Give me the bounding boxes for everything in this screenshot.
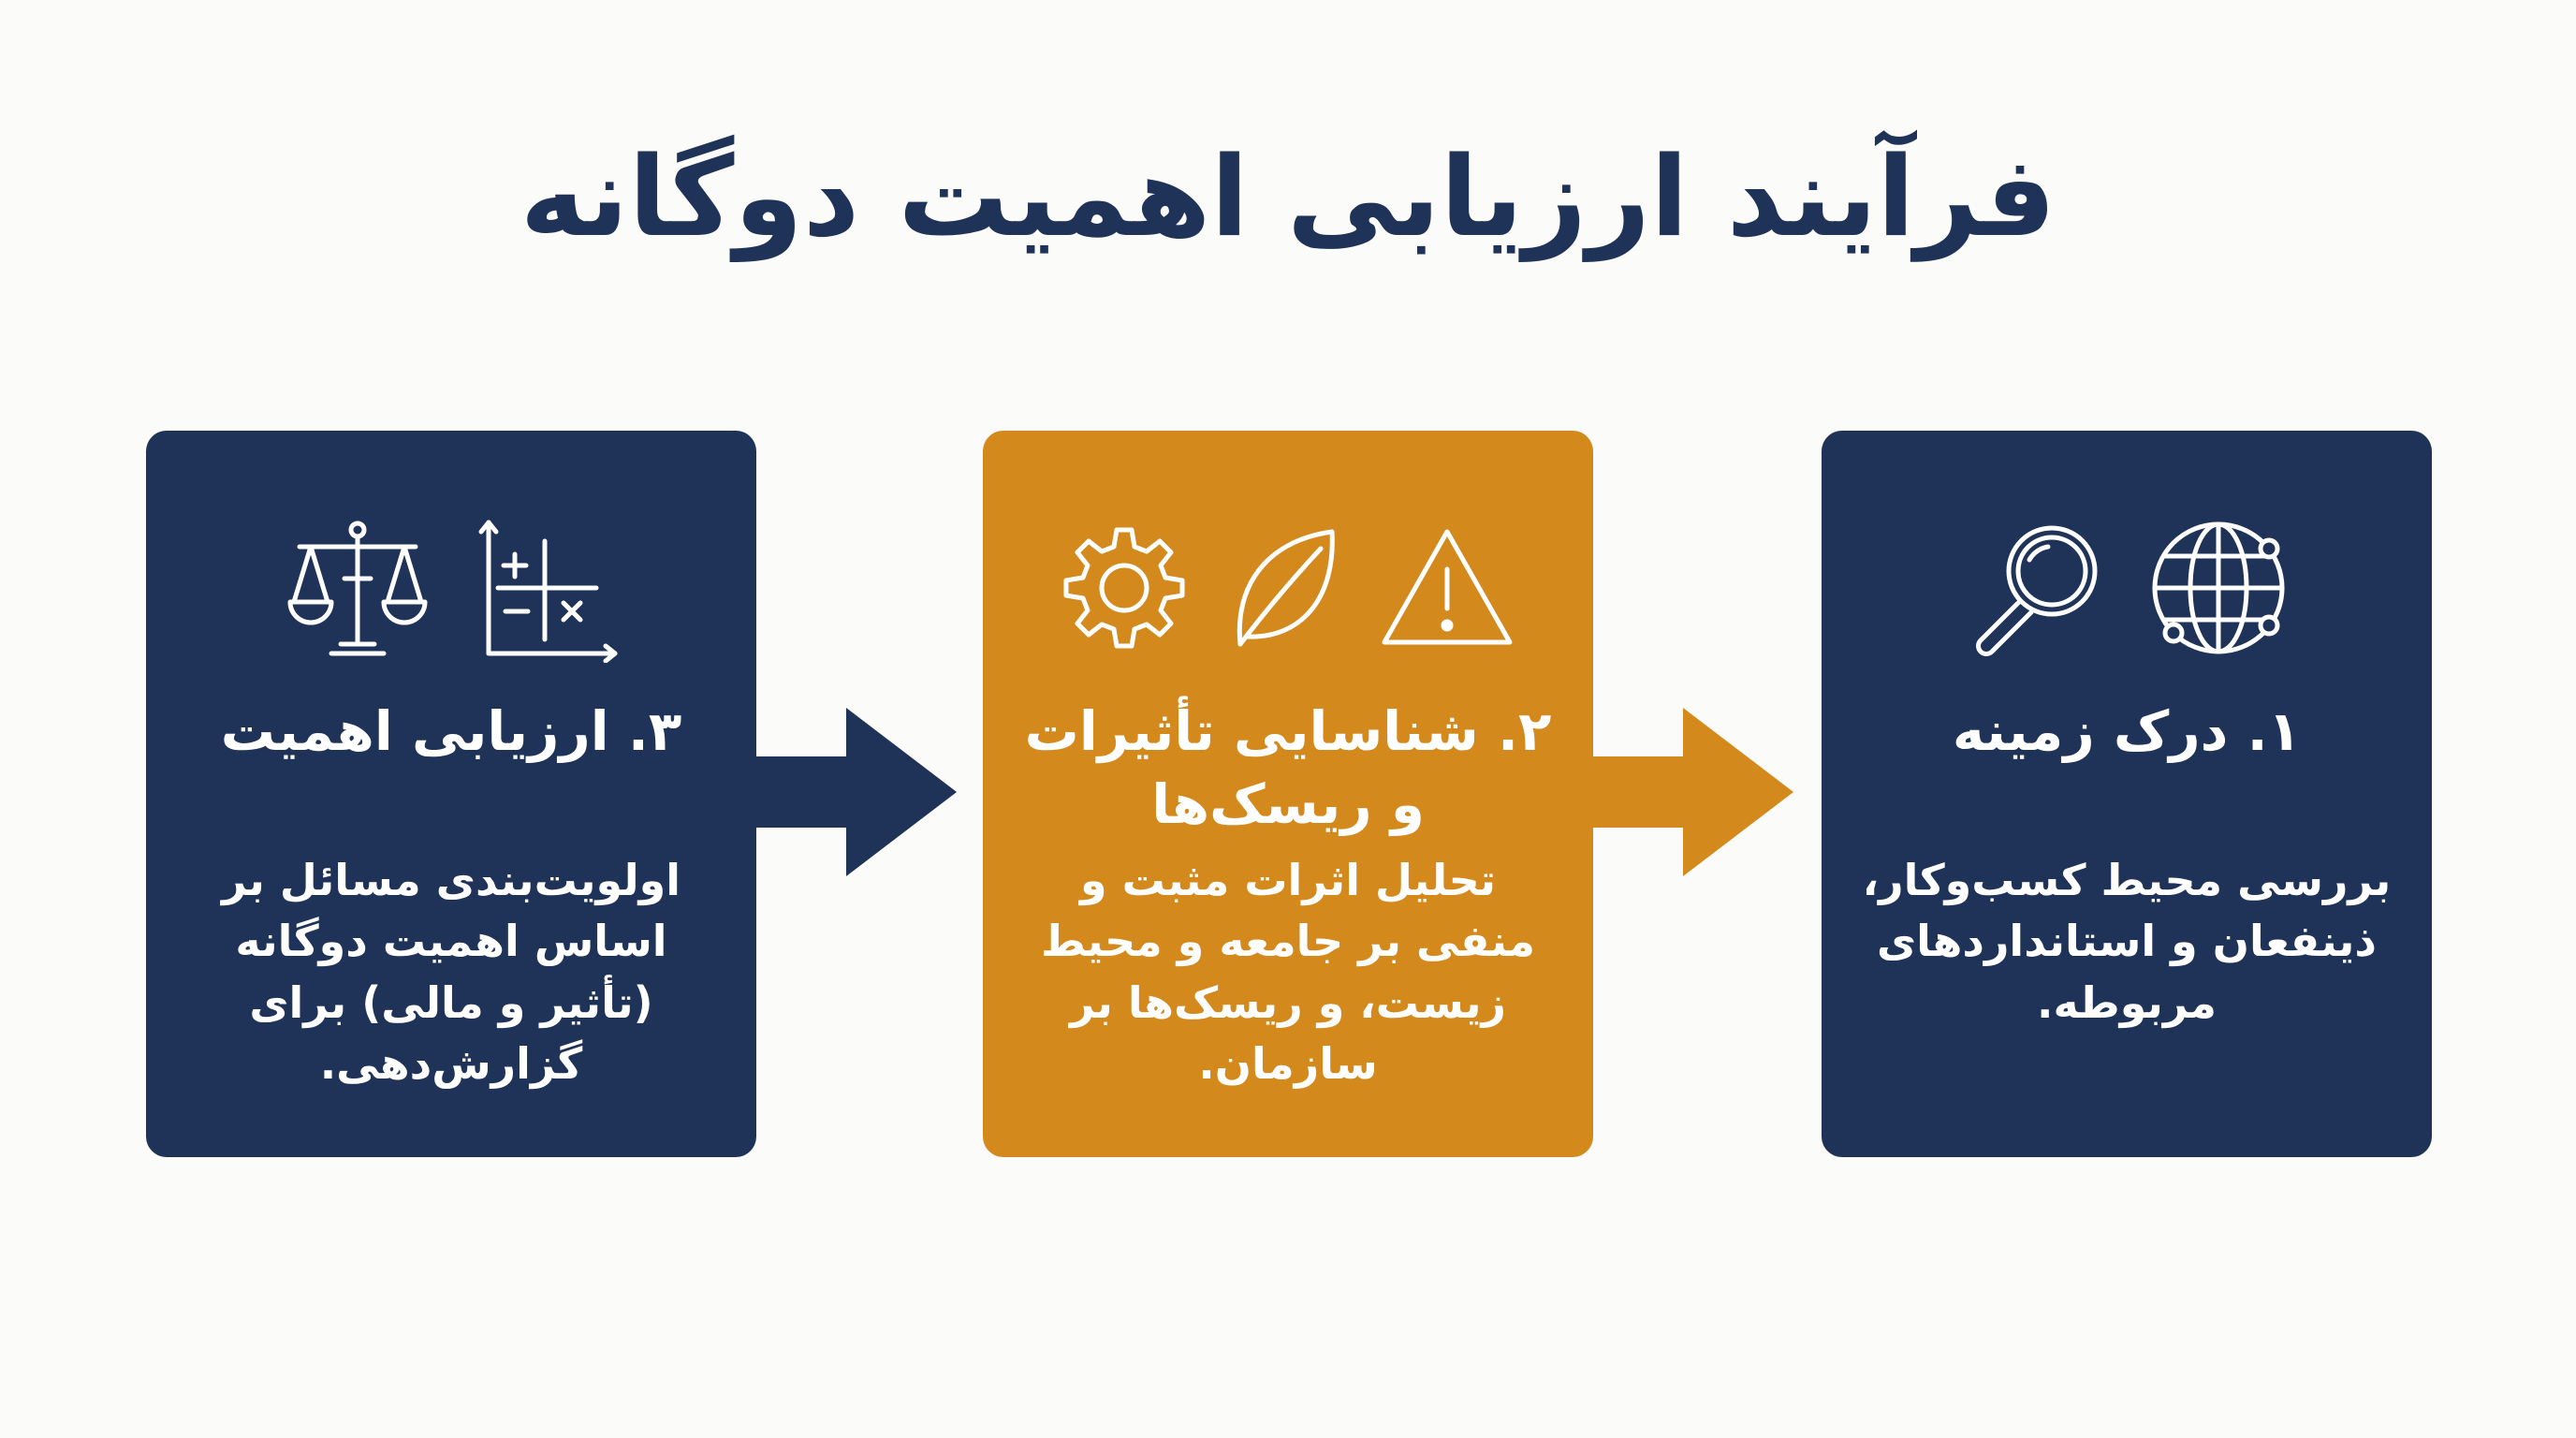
step-2-icons	[983, 513, 1593, 663]
step-card-2: ۲. شناسایی تأثیرات و ریسک‌ها تحلیل اثرات…	[983, 431, 1593, 1157]
step-3-title: ۳. ارزیابی اهمیت	[220, 699, 682, 763]
warning-icon	[1382, 529, 1513, 645]
globe-network-icon	[2152, 521, 2285, 654]
step-card-1: ۱. درک زمینه بررسی محیط کسب‌وکار، ذینفعا…	[1822, 431, 2432, 1157]
page-title: فرآیند ارزیابی اهمیت دوگانه	[520, 132, 2056, 261]
matrix-chart-icon	[478, 520, 618, 663]
arrow-step-2-to-3	[756, 708, 957, 876]
step-1-title: ۱. درک زمینه	[1952, 699, 2302, 763]
gear-icon	[1063, 527, 1185, 649]
arrow-step-1-to-2	[1593, 708, 1793, 876]
step-1-description: بررسی محیط کسب‌وکار، ذینفعان و استاندارد…	[1862, 855, 2392, 1028]
step-3-description: اولویت‌بندی مسائل بر اساس اهمیت دوگانه (…	[221, 855, 681, 1089]
scales-icon	[287, 521, 428, 656]
step-3-icons	[146, 513, 756, 663]
magnifier-icon	[1976, 525, 2098, 656]
leaf-icon	[1237, 529, 1335, 647]
step-2-description: تحلیل اثرات مثبت و منفی بر جامعه و محیط …	[1041, 855, 1535, 1089]
step-card-3: ۳. ارزیابی اهمیت اولویت‌بندی مسائل بر اس…	[146, 431, 756, 1157]
step-2-title: ۲. شناسایی تأثیرات و ریسک‌ها	[1024, 699, 1552, 837]
step-1-icons	[1822, 513, 2432, 663]
